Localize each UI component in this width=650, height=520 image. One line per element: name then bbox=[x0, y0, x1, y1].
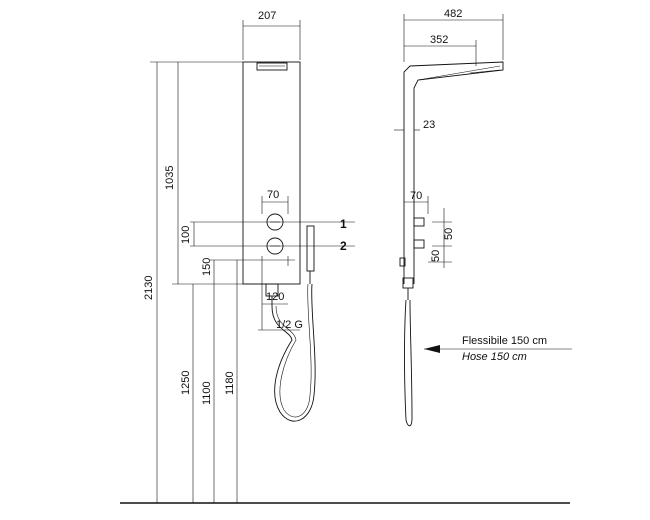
connection-label: 1/2 G bbox=[276, 319, 303, 331]
dim-depth-482: 482 bbox=[444, 8, 462, 20]
dim-height-1250: 1250 bbox=[180, 371, 192, 395]
hand-shower bbox=[306, 225, 315, 272]
dim-head-352: 352 bbox=[430, 34, 448, 46]
marker-2: 2 bbox=[340, 239, 347, 253]
hose-callout: Flessibile 150 cm Hose 150 cm bbox=[424, 335, 572, 363]
side-panel bbox=[403, 61, 504, 284]
dim-width-207: 207 bbox=[258, 10, 276, 22]
side-upper-knob bbox=[413, 217, 425, 227]
dim-height-2130: 2130 bbox=[143, 276, 155, 300]
dim-height-1180: 1180 bbox=[224, 371, 236, 395]
side-hose bbox=[404, 299, 413, 427]
front-hose bbox=[271, 283, 316, 422]
front-view: 207 2130 1035 100 1 2 150 70 120 1/2 G bbox=[143, 10, 355, 503]
dim-control-70: 70 bbox=[267, 189, 279, 201]
shower-head-grille bbox=[256, 62, 288, 71]
dim-panel-1035: 1035 bbox=[164, 166, 176, 190]
dim-side-70: 70 bbox=[410, 190, 422, 202]
dim-spacing-50-upper: 50 bbox=[443, 228, 455, 240]
dim-outlet-120: 120 bbox=[266, 291, 284, 303]
hose-label-italian: Flessibile 150 cm bbox=[462, 335, 547, 347]
front-panel bbox=[242, 61, 301, 285]
callout-arrow bbox=[424, 345, 440, 353]
dim-spacing-100: 100 bbox=[180, 226, 192, 244]
marker-1: 1 bbox=[340, 217, 347, 231]
hose-label-english: Hose 150 cm bbox=[462, 351, 527, 363]
dim-spacing-50-lower: 50 bbox=[430, 250, 442, 262]
side-view: 482 352 23 70 50 50 bbox=[394, 8, 504, 427]
dim-gap-23: 23 bbox=[423, 119, 435, 131]
dim-offset-150: 150 bbox=[201, 258, 213, 276]
dim-height-1100: 1100 bbox=[201, 381, 213, 405]
side-lower-knob bbox=[413, 239, 425, 249]
